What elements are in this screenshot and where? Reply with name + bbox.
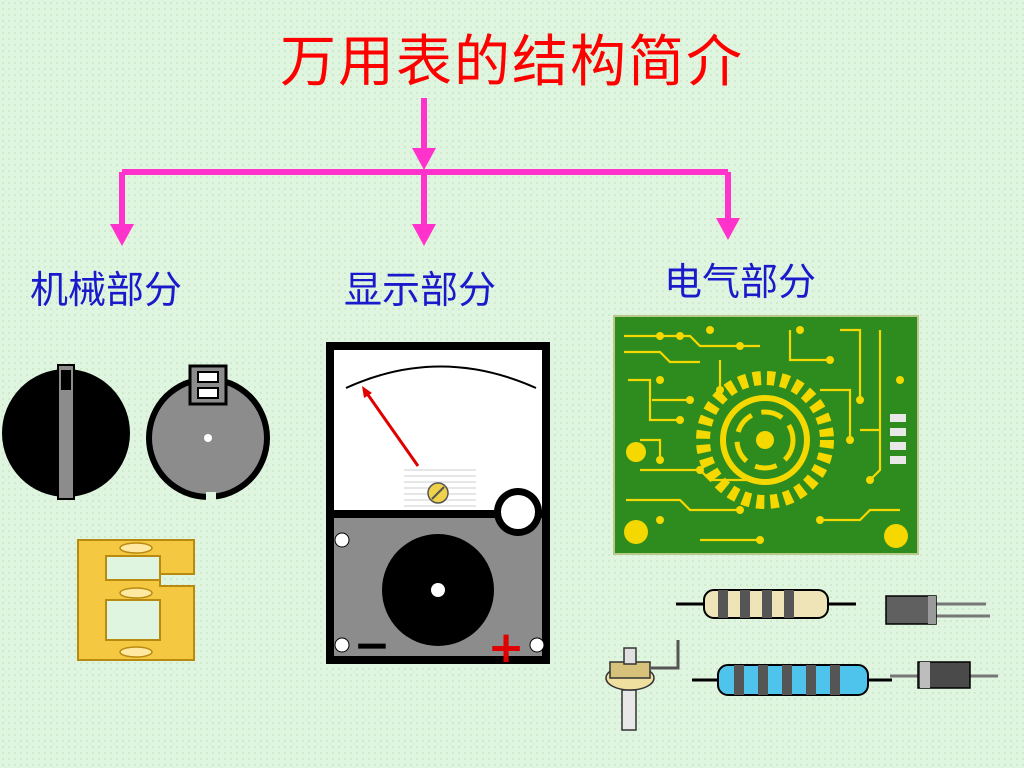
arrow-to-electrical xyxy=(716,218,740,240)
arrow-to-mechanical xyxy=(110,224,134,246)
connector-tree xyxy=(110,98,740,246)
minus-terminal-sign: − xyxy=(354,620,391,671)
meter-needle xyxy=(364,391,420,467)
switch-disc-illustration xyxy=(146,364,270,502)
plus-terminal-sign: + xyxy=(488,622,525,673)
connector-trunk-arrowhead xyxy=(412,148,436,170)
capacitor-illustration xyxy=(885,595,990,625)
contact-spring-illustration xyxy=(77,539,195,661)
resistor-bottom-illustration xyxy=(692,664,892,696)
circuit-board-illustration xyxy=(613,315,919,555)
label-electrical-part: 电气部分 xyxy=(664,260,817,304)
arrow-to-display xyxy=(412,224,436,246)
label-mechanical-part: 机械部分 xyxy=(30,268,183,312)
adjust-knob xyxy=(501,495,535,529)
diode-illustration xyxy=(890,661,998,689)
label-display-part: 显示部分 xyxy=(344,268,497,312)
knob-illustration xyxy=(2,364,130,500)
resistor-top-illustration xyxy=(676,589,856,619)
meter-scale-arc xyxy=(345,365,537,389)
potentiometer-illustration xyxy=(605,640,680,731)
meter-illustration: − + xyxy=(326,342,550,673)
page-title: 万用表的结构简介 xyxy=(280,30,744,95)
